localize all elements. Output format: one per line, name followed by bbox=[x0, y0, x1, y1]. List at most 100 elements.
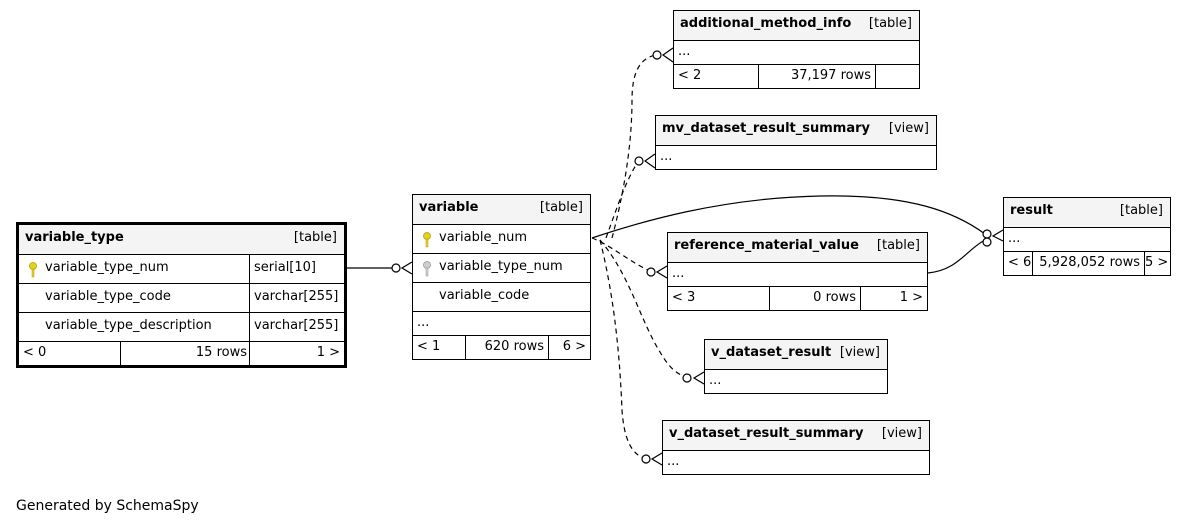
more-columns-row: ... bbox=[705, 369, 887, 393]
crow-foot bbox=[643, 153, 656, 169]
table-kind: [table] bbox=[539, 200, 583, 215]
table-header: v_dataset_result_summary [view] bbox=[663, 421, 929, 450]
table-kind: [table] bbox=[868, 16, 912, 31]
table-header: v_dataset_result [view] bbox=[705, 340, 887, 369]
table-title: variable_type bbox=[25, 230, 124, 245]
more-columns-ellipsis: ... bbox=[672, 266, 685, 281]
table-title: additional_method_info bbox=[680, 16, 852, 31]
column-type: varchar[255] bbox=[249, 284, 344, 312]
crow-circle bbox=[391, 263, 401, 273]
table-kind: [table] bbox=[1119, 203, 1163, 218]
table-footer: < 6 5,928,052 rows 5 > bbox=[1004, 251, 1170, 275]
more-columns-ellipsis: ... bbox=[660, 149, 673, 164]
edge-variable-mv_dataset_result_summary bbox=[605, 161, 639, 239]
table-title: mv_dataset_result_summary bbox=[662, 121, 870, 136]
column-name: variable_type_code bbox=[45, 289, 171, 304]
column-name: variable_type_num bbox=[45, 260, 169, 275]
column-name: variable_num bbox=[439, 230, 528, 245]
column-row: variable_code bbox=[413, 282, 590, 311]
children-link[interactable]: 6 > bbox=[548, 336, 590, 359]
more-columns-row: ... bbox=[656, 145, 936, 169]
generated-by-note: Generated by SchemaSpy bbox=[16, 498, 199, 514]
crow-circle bbox=[634, 156, 644, 166]
row-count: 5,928,052 rows bbox=[1032, 252, 1144, 275]
children-link[interactable]: 5 > bbox=[1144, 252, 1170, 275]
edge-variable-additional_method_info bbox=[611, 54, 657, 239]
crow-circle bbox=[982, 237, 992, 247]
table-variable[interactable]: variable [table] variable_num variable_t… bbox=[412, 194, 591, 360]
table-additional_method_info[interactable]: additional_method_info [table] ... < 2 3… bbox=[673, 10, 920, 89]
table-header: result [table] bbox=[1004, 198, 1170, 227]
table-footer: < 1 620 rows 6 > bbox=[413, 335, 590, 359]
table-kind: [table] bbox=[876, 238, 920, 253]
crow-foot bbox=[655, 265, 668, 279]
parents-link[interactable]: < 6 bbox=[1008, 255, 1032, 270]
more-columns-ellipsis: ... bbox=[709, 373, 722, 388]
table-v_dataset_result_summary[interactable]: v_dataset_result_summary [view] ... bbox=[662, 420, 930, 475]
table-kind: [view] bbox=[888, 121, 929, 136]
table-title: result bbox=[1010, 203, 1053, 218]
crow-circle bbox=[982, 229, 992, 239]
table-footer: < 3 0 rows 1 > bbox=[668, 286, 927, 310]
table-v_dataset_result[interactable]: v_dataset_result [view] ... bbox=[704, 339, 888, 394]
parents-link[interactable]: < 1 bbox=[417, 339, 441, 354]
table-footer: < 0 15 rows 1 > bbox=[19, 341, 344, 365]
row-count: 620 rows bbox=[465, 336, 548, 359]
column-name: variable_code bbox=[439, 288, 530, 303]
edge-variable-v_dataset_result bbox=[599, 239, 687, 378]
crow-circle bbox=[646, 267, 656, 277]
crow-foot bbox=[991, 229, 1004, 242]
more-columns-row: ... bbox=[1004, 227, 1170, 251]
more-columns-ellipsis: ... bbox=[417, 315, 430, 330]
more-columns-ellipsis: ... bbox=[678, 44, 691, 59]
foreign-key-icon bbox=[423, 261, 431, 277]
crow-foot bbox=[650, 452, 663, 466]
crow-circle bbox=[682, 373, 692, 383]
edge-variable-result-b bbox=[927, 239, 986, 274]
table-reference_material_value[interactable]: reference_material_value [table] ... < 3… bbox=[667, 232, 928, 311]
column-row: variable_type_code varchar[255] bbox=[19, 283, 344, 312]
parents-link[interactable]: < 0 bbox=[23, 345, 47, 360]
table-kind: [table] bbox=[293, 230, 337, 245]
table-kind: [view] bbox=[839, 345, 880, 360]
table-title: variable bbox=[419, 200, 479, 215]
parents-link[interactable]: < 2 bbox=[678, 68, 702, 83]
table-title: reference_material_value bbox=[674, 238, 859, 253]
table-variable_type[interactable]: variable_type [table] variable_type_num … bbox=[16, 222, 347, 368]
more-columns-row: ... bbox=[668, 262, 927, 286]
primary-key-icon bbox=[423, 232, 431, 248]
table-footer: < 2 37,197 rows bbox=[674, 64, 919, 88]
table-header: additional_method_info [table] bbox=[674, 11, 919, 40]
table-result[interactable]: result [table] ... < 6 5,928,052 rows 5 … bbox=[1003, 197, 1171, 276]
crow-circle bbox=[652, 50, 662, 60]
table-header: mv_dataset_result_summary [view] bbox=[656, 116, 936, 145]
parents-link[interactable]: < 3 bbox=[672, 290, 696, 305]
children-link[interactable]: 1 > bbox=[249, 342, 344, 365]
more-columns-row: ... bbox=[413, 311, 590, 335]
crow-foot bbox=[692, 371, 705, 385]
more-columns-row: ... bbox=[663, 450, 929, 474]
column-type: varchar[255] bbox=[249, 313, 344, 341]
more-columns-row: ... bbox=[674, 40, 919, 64]
table-title: v_dataset_result bbox=[711, 345, 832, 360]
column-row: variable_type_num bbox=[413, 253, 590, 282]
table-header: variable [table] bbox=[413, 195, 590, 224]
crow-circle bbox=[641, 454, 651, 464]
crow-foot bbox=[661, 47, 674, 63]
table-kind: [view] bbox=[881, 426, 922, 441]
table-title: v_dataset_result_summary bbox=[669, 426, 864, 441]
table-header: reference_material_value [table] bbox=[668, 233, 927, 262]
column-row: variable_type_num serial[10] bbox=[19, 254, 344, 283]
table-mv_dataset_result_summary[interactable]: mv_dataset_result_summary [view] ... bbox=[655, 115, 937, 170]
children-link[interactable]: 1 > bbox=[860, 287, 927, 310]
column-name: variable_type_num bbox=[439, 259, 563, 274]
crow-foot bbox=[400, 261, 413, 275]
children-link[interactable] bbox=[875, 65, 919, 88]
primary-key-icon bbox=[29, 262, 37, 278]
column-row: variable_num bbox=[413, 224, 590, 253]
column-name: variable_type_description bbox=[45, 318, 212, 333]
row-count: 0 rows bbox=[769, 287, 860, 310]
edge-variable-v_dataset_result_summary bbox=[599, 239, 645, 459]
row-count: 15 rows bbox=[120, 342, 251, 365]
